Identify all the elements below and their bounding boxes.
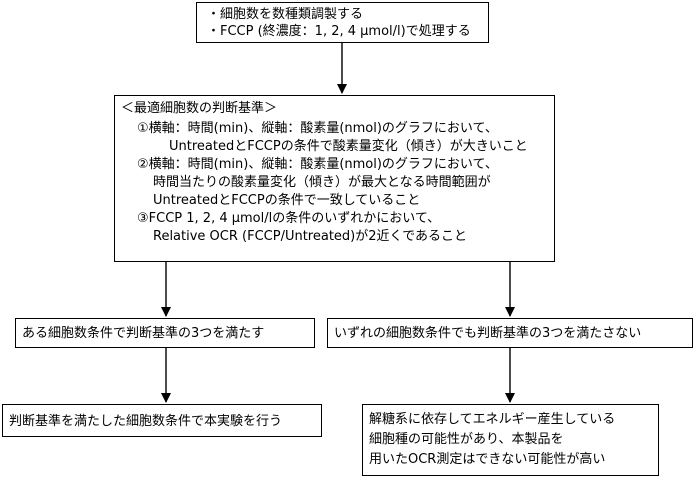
criterion-2-line-3: UntreatedとFCCPの条件で一致していること [153,193,421,208]
criterion-2-line-2: 時間当たりの酸素量変化（傾き）が最大となる時間範囲が [153,175,491,190]
condition-met-box: ある細胞数条件で判断基準の3つを満たす [15,318,315,348]
condition-not-met-text: いずれの細胞数条件でも判断基準の3つを満たさない [334,326,642,341]
setup-line-1: ・細胞数を数種類調製する [207,7,364,22]
result-not-met-line-1: 解糖系に依存してエネルギー産生している [369,412,616,427]
criterion-1-line-2: UntreatedとFCCPの条件で酸素量変化（傾き）が大きいこと [169,139,528,154]
result-not-met-line-2: 細胞種の可能性があり、本製品を [369,432,564,447]
criteria-box: ＜最適細胞数の判断基準＞ ①横軸：時間(min)、縦軸：酸素量(nmol)のグラ… [114,95,555,262]
condition-met-text: ある細胞数条件で判断基準の3つを満たす [22,326,265,341]
result-not-met-box: 解糖系に依存してエネルギー産生している 細胞種の可能性があり、本製品を 用いたO… [362,404,659,476]
criterion-2-line-1: ②横軸：時間(min)、縦軸：酸素量(nmol)のグラフにおいて、 [137,157,498,172]
criterion-3-line-2: Relative OCR (FCCP/Untreated)が2近くであること [153,229,468,244]
condition-not-met-box: いずれの細胞数条件でも判断基準の3つを満たさない [327,318,693,348]
criteria-title: ＜最適細胞数の判断基準＞ [121,101,278,116]
setup-box: ・細胞数を数種類調製する ・FCCP (終濃度：1, 2, 4 μmol/l)で… [196,2,489,43]
criterion-1-line-1: ①横軸：時間(min)、縦軸：酸素量(nmol)のグラフにおいて、 [137,121,498,136]
criterion-3-line-1: ③FCCP 1, 2, 4 μmol/lの条件のいずれかにおいて、 [137,211,441,226]
result-not-met-line-3: 用いたOCR測定はできない可能性が高い [369,452,606,467]
setup-line-2: ・FCCP (終濃度：1, 2, 4 μmol/l)で処理する [207,24,471,39]
result-met-box: 判断基準を満たした細胞数条件で本実験を行う [2,404,322,437]
result-met-text: 判断基準を満たした細胞数条件で本実験を行う [9,414,283,429]
